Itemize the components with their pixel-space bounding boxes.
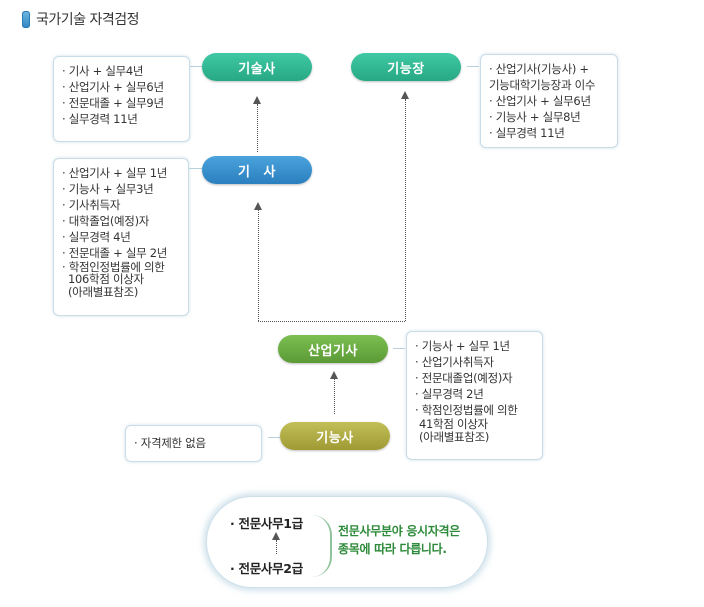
connector-line bbox=[393, 348, 405, 349]
ginungsa-requirements-box: · 자격제한 없음 bbox=[125, 425, 262, 462]
professional-office-panel bbox=[206, 496, 488, 588]
arrow-up-icon bbox=[401, 91, 409, 99]
arrow-up-icon bbox=[253, 96, 261, 104]
node-label: 기 사 bbox=[238, 164, 276, 180]
node-saneopgisa[interactable]: 산업기사 bbox=[278, 335, 388, 363]
connector-line bbox=[190, 66, 202, 67]
req-item: · 산업기사 + 실무6년 bbox=[489, 94, 591, 108]
req-item: · 산업기사 + 실무 1년 bbox=[62, 166, 168, 180]
node-gisulsa[interactable]: 기술사 bbox=[202, 53, 312, 81]
saneopgisa-requirements-box: · 기능사 + 실무 1년 · 산업기사취득자 · 전문대졸업(예정)자 · 실… bbox=[406, 331, 543, 460]
arrow-up-icon bbox=[330, 371, 338, 379]
item-jeonmunsamu-2: · 전문사무2급 bbox=[230, 561, 303, 576]
arrow-up-icon bbox=[272, 532, 280, 540]
node-label: 기능장 bbox=[387, 61, 425, 77]
req-item: · 산업기사취득자 bbox=[415, 355, 494, 369]
req-item: · 기능사 + 실무 1년 bbox=[415, 339, 510, 353]
req-item: 기능대학기능장과 이수 bbox=[489, 78, 596, 92]
req-item: · 전문대졸업(예정)자 bbox=[415, 371, 513, 385]
page-title-text: 국가기술 자격검정 bbox=[36, 12, 140, 28]
connector-line bbox=[189, 168, 202, 169]
req-item: · 산업기사(기능사) + bbox=[489, 62, 589, 76]
dotted-connector bbox=[334, 379, 335, 414]
req-item: (아래별표참조) bbox=[419, 430, 490, 444]
node-ginungjang[interactable]: 기능장 bbox=[351, 53, 461, 81]
note-line: 전문사무분야 응시자격은 bbox=[338, 524, 461, 538]
node-gisa[interactable]: 기 사 bbox=[202, 156, 312, 184]
req-item: · 학점인정법률에 의한 bbox=[62, 260, 165, 274]
req-item: · 전문대졸 + 실무 2년 bbox=[62, 246, 168, 260]
ginungjang-requirements-box: · 산업기사(기능사) + 기능대학기능장과 이수 · 산업기사 + 실무6년 … bbox=[480, 54, 618, 148]
page-title: 국가기술 자격검정 bbox=[22, 9, 140, 29]
req-item: · 기사취득자 bbox=[62, 198, 121, 212]
req-item: (아래별표참조) bbox=[68, 285, 139, 299]
panel-note: 전문사무분야 응시자격은 종목에 따라 다릅니다. bbox=[338, 522, 460, 558]
dotted-connector bbox=[258, 210, 259, 321]
dotted-connector bbox=[405, 99, 406, 321]
connector-line bbox=[467, 66, 479, 67]
req-item: · 기능사 + 실무3년 bbox=[62, 182, 154, 196]
dotted-connector bbox=[276, 540, 277, 554]
gisa-requirements-box: · 산업기사 + 실무 1년 · 기능사 + 실무3년 · 기사취득자 · 대학… bbox=[53, 158, 189, 316]
note-line: 종목에 따라 다릅니다. bbox=[338, 542, 447, 556]
dotted-connector bbox=[257, 104, 258, 152]
req-item: · 전문대졸 + 실무9년 bbox=[62, 96, 164, 110]
req-item: · 실무경력 2년 bbox=[415, 387, 484, 401]
bullet-bar-icon bbox=[22, 10, 30, 28]
node-label: 기능사 bbox=[316, 430, 354, 446]
req-item: · 실무경력 11년 bbox=[489, 126, 565, 140]
req-item: · 대학졸업(예정)자 bbox=[62, 214, 150, 228]
gisulsa-requirements-box: · 기사 + 실무4년 · 산업기사 + 실무6년 · 전문대졸 + 실무9년 … bbox=[53, 56, 190, 142]
req-item: 106학점 이상자 bbox=[68, 272, 144, 286]
connector-line bbox=[268, 437, 280, 438]
req-item: · 자격제한 없음 bbox=[134, 436, 206, 450]
req-item: 41학점 이상자 bbox=[419, 417, 488, 431]
node-ginungsa[interactable]: 기능사 bbox=[280, 422, 390, 450]
node-label: 산업기사 bbox=[308, 343, 358, 359]
arrow-up-icon bbox=[254, 202, 262, 210]
req-item: · 실무경력 4년 bbox=[62, 230, 131, 244]
req-item: · 학점인정법률에 의한 bbox=[415, 403, 518, 417]
req-item: · 기사 + 실무4년 bbox=[62, 64, 144, 78]
bracket-arc bbox=[312, 515, 332, 577]
req-item: · 실무경력 11년 bbox=[62, 112, 138, 126]
node-label: 기술사 bbox=[238, 61, 276, 77]
dotted-connector bbox=[258, 321, 405, 322]
req-item: · 기능사 + 실무8년 bbox=[489, 110, 581, 124]
item-jeonmunsamu-1: · 전문사무1급 bbox=[230, 516, 303, 531]
req-item: · 산업기사 + 실무6년 bbox=[62, 80, 164, 94]
